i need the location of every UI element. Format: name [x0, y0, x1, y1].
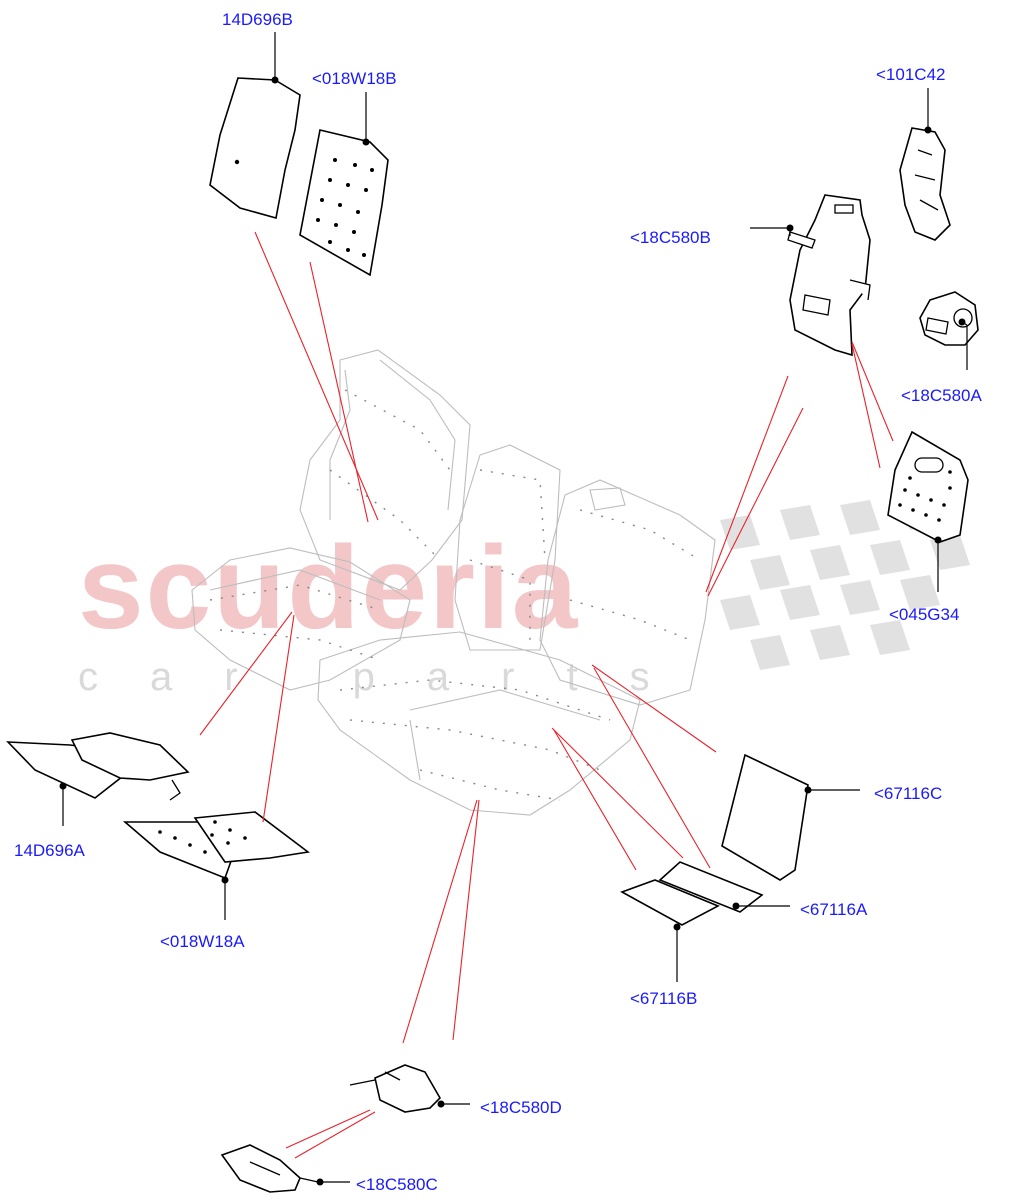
- part-18C580C: [220, 1144, 319, 1193]
- watermark-brand: scuderia: [78, 522, 579, 654]
- part-67116B: [620, 879, 720, 926]
- label-18C580B: <18C580B: [630, 228, 711, 247]
- label-14D696B: 14D696B: [222, 10, 293, 29]
- part-67116A: [658, 861, 764, 913]
- label-67116B: <67116B: [630, 989, 697, 1008]
- part-14D696B: [209, 77, 301, 220]
- label-18C580A: <18C580A: [901, 386, 982, 405]
- label-18C580C: <18C580C: [356, 1175, 438, 1194]
- part-101C42: [899, 127, 951, 241]
- part-018W18B: [299, 129, 389, 277]
- part-018W18A: [122, 811, 310, 880]
- part-14D696A: [6, 732, 190, 801]
- label-18C580D: <18C580D: [480, 1098, 562, 1117]
- part-18C580A: [919, 291, 979, 346]
- part-67116C: [721, 753, 809, 881]
- label-67116A: <67116A: [800, 900, 868, 919]
- label-67116C: <67116C: [874, 784, 942, 803]
- label-018W18A: <018W18A: [160, 932, 245, 951]
- label-14D696A: 14D696A: [14, 841, 86, 860]
- watermark-sub: car parts: [78, 655, 702, 699]
- callout-lines: [199, 231, 894, 1159]
- rear-seat-assembly: [191, 349, 716, 816]
- part-045G34: [887, 430, 969, 543]
- part-18C580D: [349, 1064, 441, 1113]
- label-101C42: <101C42: [876, 65, 945, 84]
- part-labels: 14D696B <018W18B <101C42 <18C580B <18C58…: [14, 10, 982, 1194]
- label-045G34: <045G34: [889, 605, 959, 624]
- label-018W18B: <018W18B: [312, 69, 397, 88]
- leader-lines: [59, 32, 968, 1186]
- part-18C580B: [787, 194, 871, 357]
